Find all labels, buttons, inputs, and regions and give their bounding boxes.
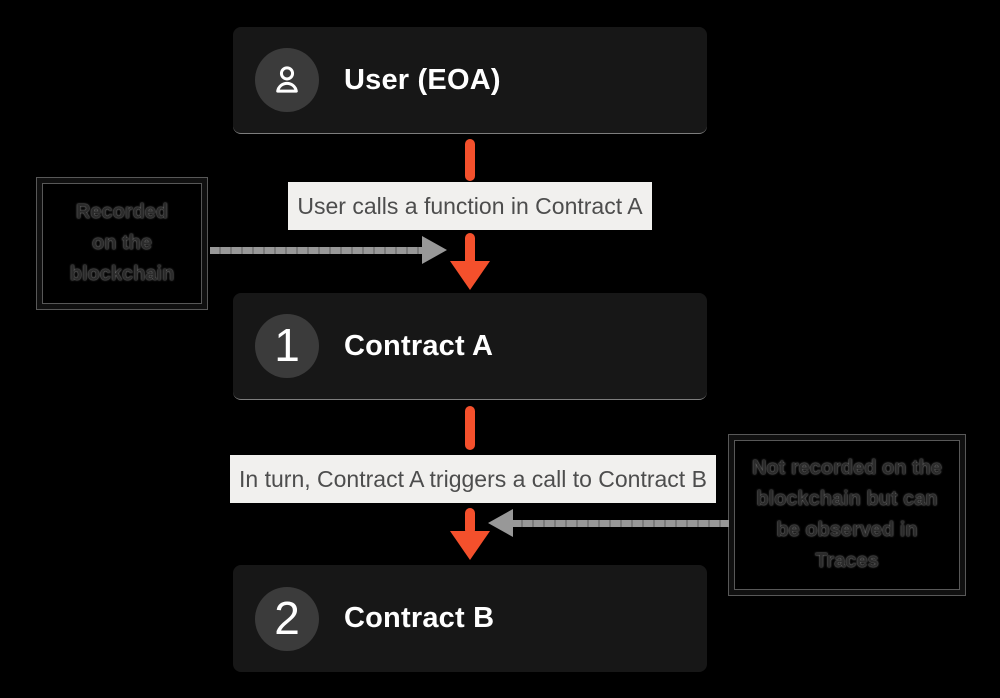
arrowhead-right-icon [422, 236, 447, 264]
flow-node-user: User (EOA) [233, 27, 707, 134]
note-line: Not recorded on the [751, 457, 942, 479]
step-badge-2: 2 [255, 586, 319, 651]
node-title-contract-b: Contract B [344, 602, 495, 634]
note-line: Traces [815, 550, 879, 572]
note-line: be observed in [776, 519, 918, 541]
edge-label-a-to-b: In turn, Contract A triggers a call to C… [230, 455, 716, 503]
note-line: Recorded [75, 201, 169, 223]
flow-node-contract-a: 1 Contract A [233, 293, 707, 400]
arrow-a-to-b-segment-bottom [465, 508, 475, 535]
user-avatar-badge [255, 48, 319, 112]
arrowhead-down-icon [450, 531, 490, 560]
arrowhead-left-icon [488, 509, 513, 537]
edge-label-text: User calls a function in Contract A [297, 192, 643, 219]
note-line: blockchain but can [756, 488, 938, 510]
edge-label-user-to-a: User calls a function in Contract A [288, 182, 652, 230]
arrow-user-to-a-segment-top [465, 139, 475, 181]
gray-arrow-recorded-shaft [210, 247, 424, 254]
arrowhead-down-icon [450, 261, 490, 290]
step-number: 1 [274, 319, 300, 371]
edge-label-text: In turn, Contract A triggers a call to C… [239, 465, 707, 492]
gray-arrow-traces-shaft [512, 520, 729, 527]
note-line: blockchain [69, 263, 175, 285]
arrow-user-to-a-segment-bottom [465, 233, 475, 266]
note-not-recorded-traces: Not recorded on the blockchain but can b… [728, 434, 966, 596]
arrow-a-to-b-segment-top [465, 406, 475, 450]
step-number: 2 [274, 591, 300, 644]
note-line: on the [92, 232, 152, 254]
flow-node-contract-b: 2 Contract B [233, 565, 707, 672]
user-icon [269, 62, 305, 98]
node-title-contract-a: Contract A [344, 329, 494, 362]
note-recorded-on-blockchain: Recorded on the blockchain [36, 177, 208, 310]
node-title-user: User (EOA) [344, 63, 501, 96]
step-badge-1: 1 [255, 314, 319, 378]
